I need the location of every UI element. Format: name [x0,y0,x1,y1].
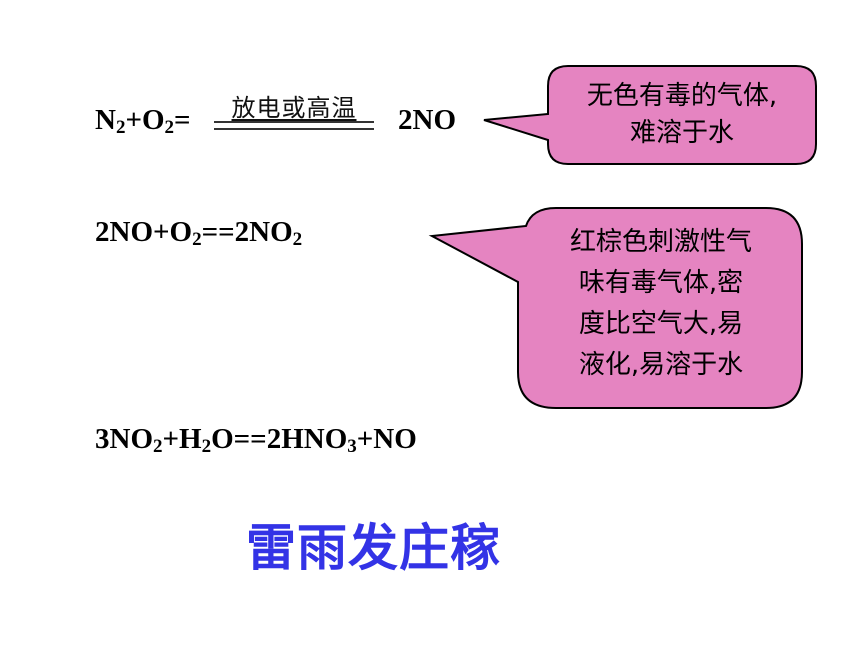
eq2-sub-a: 2 [192,229,202,250]
equation-no-o2: 2NO+O2==2NO2 [95,216,303,250]
equals-line-top [214,121,374,123]
callout-no2-bubble [428,207,803,409]
eq3-sub-b: 2 [201,436,212,457]
eq3-sub-c: 3 [347,436,357,457]
equation-n2-o2: N2+O2= [95,104,191,138]
callout-no2-text: 红棕色刺激性气 味有毒气体,密 度比空气大,易 液化,易溶于水 [520,222,802,386]
callout-no2-line-3: 度比空气大,易 [578,309,744,339]
equation-no2-h2o: 3NO2+H2O==2HNO3+NO [95,423,417,457]
callout-no2-line-2: 味有毒气体,密 [578,268,744,298]
eq3-text-b: +H [162,423,202,455]
callout-no2-line-4: 液化,易溶于水 [578,350,744,380]
equation-1-product: 2NO [398,106,456,135]
slide-title: 雷雨发庄稼 [246,519,501,577]
eq3-text-a: 3NO [95,423,153,455]
equals-line-bottom [214,128,374,130]
eq1-sub-a: 2 [115,117,126,138]
eq1-text-b: +O [125,104,165,136]
eq3-text-d: +NO [356,423,417,455]
eq2-sub-b: 2 [292,229,303,250]
eq3-text-c: O==2HNO [211,423,348,455]
callout-no-line-1: 无色有毒的气体, [586,81,778,111]
eq1-text-c: = [174,104,191,136]
reaction-condition-label: 放电或高温 [231,94,357,122]
callout-no-line-2: 难溶于水 [629,118,734,148]
eq1-sub-b: 2 [164,117,175,138]
callout-no2-line-1: 红棕色刺激性气 [569,227,752,257]
eq2-text-a: 2NO+O [95,216,193,248]
reaction-condition: 放电或高温 [214,88,374,132]
eq3-sub-a: 2 [153,436,163,457]
callout-no-text: 无色有毒的气体, 难溶于水 [548,78,816,152]
eq1-product-text: 2NO [398,104,456,136]
eq1-text-a: N [95,104,116,136]
callout-no-bubble [483,65,817,165]
eq2-text-b: ==2NO [201,216,293,248]
